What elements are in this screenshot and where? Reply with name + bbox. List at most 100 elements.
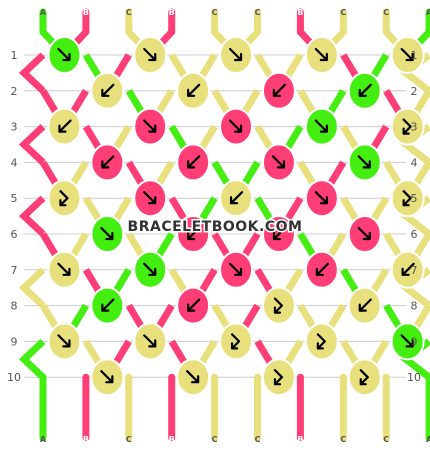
arrow-right-then-left-icon xyxy=(273,297,284,314)
arrow-down-left-icon xyxy=(358,83,372,97)
knot[interactable] xyxy=(133,107,168,146)
knot[interactable] xyxy=(219,107,254,146)
arrow-down-left-icon xyxy=(315,262,329,276)
knot[interactable] xyxy=(47,179,82,218)
row-label-left: 8 xyxy=(11,300,18,313)
knot[interactable] xyxy=(261,358,296,397)
row-label-right: 1 xyxy=(411,49,418,62)
arrow-right-then-left-icon xyxy=(402,118,412,135)
strand-label-top: A xyxy=(40,8,47,17)
arrow-down-right-icon xyxy=(314,47,328,62)
row-label-right: 6 xyxy=(411,228,418,241)
row-label-left: 7 xyxy=(11,264,18,277)
arrow-down-right-icon xyxy=(357,226,371,241)
arrow-down-right-icon xyxy=(314,119,328,133)
knot[interactable] xyxy=(47,107,82,146)
strand-label-bottom: C xyxy=(340,435,346,444)
knot[interactable] xyxy=(133,322,168,361)
knot[interactable] xyxy=(347,143,382,182)
knot[interactable] xyxy=(90,286,125,325)
arrow-down-right-icon xyxy=(400,47,414,62)
knot[interactable] xyxy=(219,36,254,74)
row-label-right: 2 xyxy=(411,85,418,98)
knot[interactable] xyxy=(347,71,382,110)
knot[interactable] xyxy=(390,107,425,146)
strand-label-bottom: A xyxy=(426,435,430,444)
row-label-right: 10 xyxy=(407,371,421,384)
knot[interactable] xyxy=(390,250,425,289)
strand-label-top: B xyxy=(297,8,303,17)
arrow-down-right-icon xyxy=(143,262,157,276)
arrow-right-then-left-icon xyxy=(59,190,69,207)
knot[interactable] xyxy=(390,322,425,361)
arrow-down-right-icon xyxy=(400,334,414,348)
strand-label-bottom: C xyxy=(383,435,389,444)
arrow-down-right-icon xyxy=(228,262,243,276)
arrow-down-right-icon xyxy=(228,47,243,62)
strand-label-top: C xyxy=(383,8,389,17)
arrow-right-then-left-icon xyxy=(359,369,369,386)
arrow-down-right-icon xyxy=(228,119,243,133)
knot[interactable] xyxy=(176,143,211,182)
arrow-down-right-icon xyxy=(357,155,371,169)
knot[interactable] xyxy=(347,286,382,325)
arrow-down-left-icon xyxy=(101,298,115,312)
edge-strand xyxy=(18,338,46,380)
knot[interactable] xyxy=(304,107,339,146)
knot[interactable] xyxy=(90,215,125,253)
knot[interactable] xyxy=(219,250,254,289)
knot[interactable] xyxy=(390,179,425,218)
strand-label-bottom: C xyxy=(255,435,261,444)
arrow-down-left-icon xyxy=(101,155,115,169)
knot[interactable] xyxy=(219,322,254,361)
arrow-down-right-icon xyxy=(100,370,114,384)
arrow-right-then-left-icon xyxy=(273,369,284,386)
knot[interactable] xyxy=(133,179,168,218)
knot[interactable] xyxy=(47,250,82,289)
arrow-down-right-icon xyxy=(57,47,71,62)
knot[interactable] xyxy=(347,358,382,397)
knot[interactable] xyxy=(261,286,296,325)
knot[interactable] xyxy=(304,179,339,218)
knot[interactable] xyxy=(90,143,125,182)
row-label-right: 5 xyxy=(411,192,418,205)
arrow-down-left-icon xyxy=(187,83,201,97)
knot[interactable] xyxy=(347,215,382,253)
arrow-down-right-icon xyxy=(57,262,71,276)
knot[interactable] xyxy=(176,286,211,325)
knot[interactable] xyxy=(47,36,82,74)
row-label-left: 2 xyxy=(11,85,18,98)
row-label-right: 4 xyxy=(411,156,418,169)
knot[interactable] xyxy=(304,250,339,289)
arrow-down-left-icon xyxy=(358,298,372,312)
knot[interactable] xyxy=(261,215,296,253)
arrow-down-left-icon xyxy=(187,298,201,312)
strand-label-bottom: B xyxy=(297,435,303,444)
strand-label-bottom: C xyxy=(212,435,218,444)
row-label-left: 6 xyxy=(11,228,18,241)
knot[interactable] xyxy=(133,250,168,289)
knot[interactable] xyxy=(261,143,296,182)
knot[interactable] xyxy=(304,36,339,74)
knot[interactable] xyxy=(90,71,125,110)
knot[interactable] xyxy=(133,36,168,74)
knot[interactable] xyxy=(219,179,254,218)
knot[interactable] xyxy=(90,358,125,397)
arrow-down-left-icon xyxy=(101,83,115,97)
knot[interactable] xyxy=(176,358,211,397)
knot[interactable] xyxy=(304,322,339,361)
row-label-right: 7 xyxy=(411,264,418,277)
knot[interactable] xyxy=(176,215,211,253)
knot[interactable] xyxy=(261,71,296,110)
strand-label-top: B xyxy=(83,8,89,17)
edge-strand xyxy=(18,52,46,94)
strand-label-bottom: A xyxy=(40,435,47,444)
knot[interactable] xyxy=(176,71,211,110)
knot[interactable] xyxy=(390,36,425,74)
row-label-left: 4 xyxy=(11,156,18,169)
knot[interactable] xyxy=(47,322,82,361)
arrow-down-left-icon xyxy=(187,155,201,169)
row-label-left: 9 xyxy=(11,335,18,348)
